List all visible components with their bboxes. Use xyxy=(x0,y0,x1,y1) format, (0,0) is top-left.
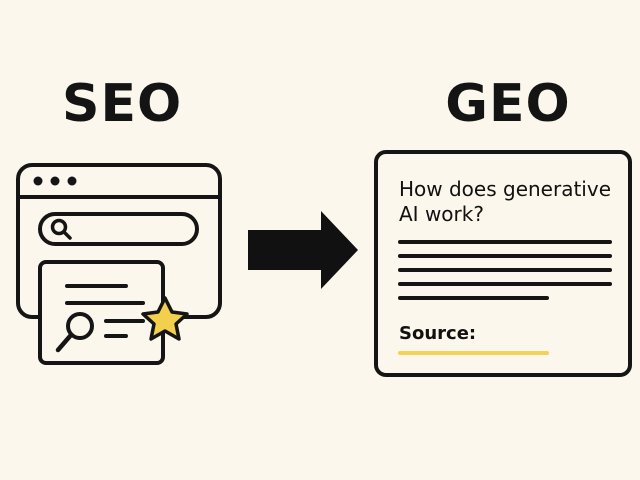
geo-source-label: Source: xyxy=(399,323,477,344)
geo-question-text: How does generative AI work? xyxy=(399,177,612,226)
search-bar xyxy=(38,212,199,246)
window-dot-icon xyxy=(50,176,60,186)
search-icon xyxy=(50,218,72,240)
geo-heading: GEO xyxy=(445,74,571,134)
magnifier-icon xyxy=(55,312,94,353)
window-dot-icon xyxy=(67,176,77,186)
ai-answer-card-icon xyxy=(374,150,632,377)
window-dot-icon xyxy=(33,176,43,186)
star-icon xyxy=(141,296,189,341)
arrow-right-icon xyxy=(248,211,358,289)
seo-heading: SEO xyxy=(62,74,183,134)
result-card xyxy=(38,260,165,365)
